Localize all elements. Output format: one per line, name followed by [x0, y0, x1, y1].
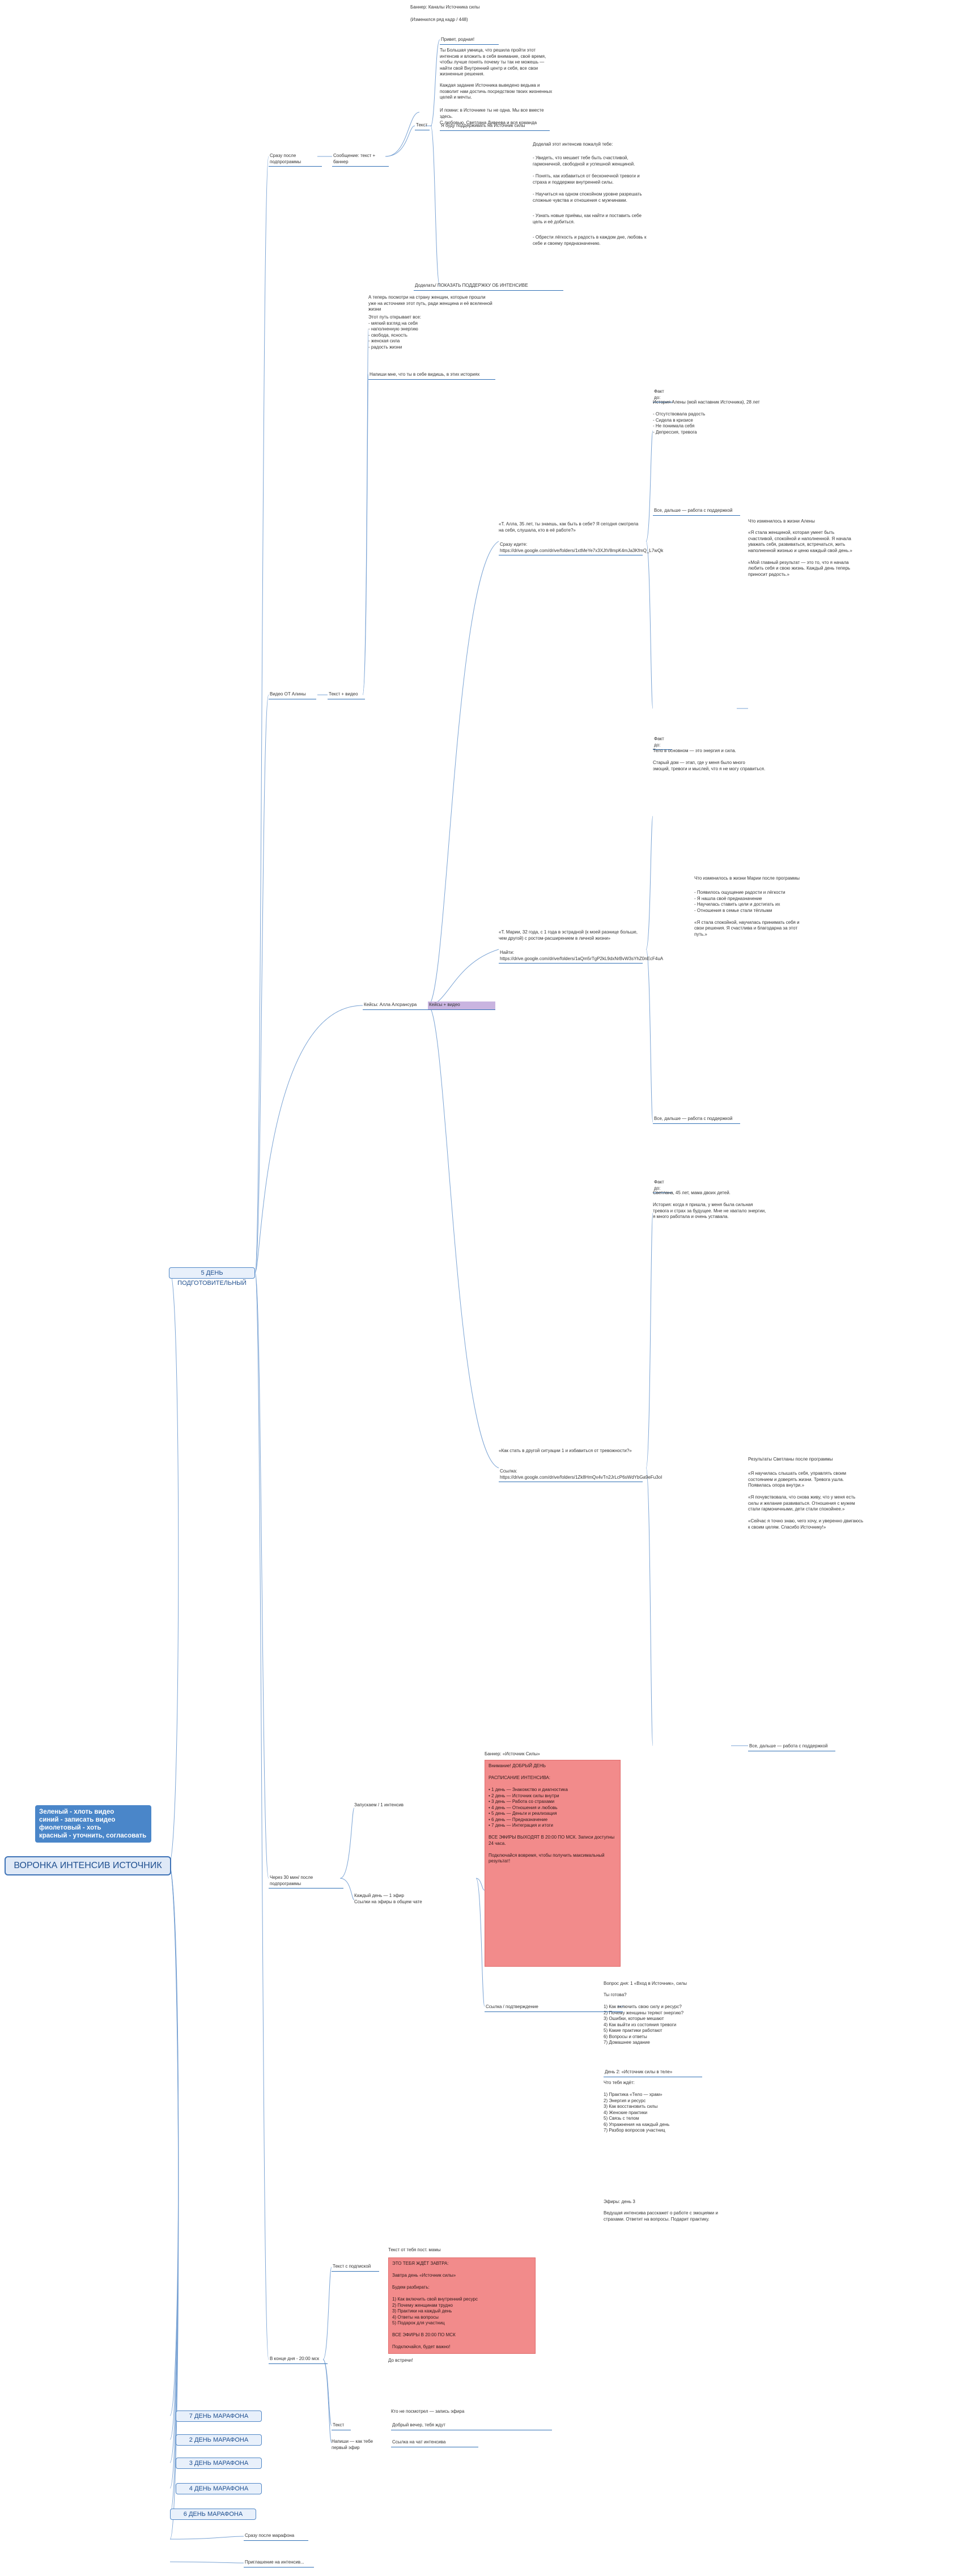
banner-subtitle: (Изменился ряд кадр / 448): [410, 17, 468, 22]
bottom-note-2: Напиши — как тебе первый эфир: [332, 2439, 373, 2450]
case1-fact-link[interactable]: Все, дальше — работа с поддержкой: [653, 507, 740, 516]
case1-fact-text: История Алены (мой наставник Источника),…: [653, 400, 760, 435]
legend-text: Зеленый - хлоть видео синий - записать в…: [39, 1809, 147, 1839]
branch-text-subscribe[interactable]: Текст с подпиской: [332, 2263, 379, 2272]
case1-question: «Т. Алла, 35 лет, ты знаешь, как быть в …: [499, 521, 639, 533]
bottom-link-2[interactable]: Ссылка на чат интенсива: [391, 2439, 478, 2447]
branch-video-lena[interactable]: Видео ОТ Алины: [269, 691, 316, 699]
red2-title: Текст от тебя пост. мамы: [388, 2247, 441, 2252]
hello-note[interactable]: Привет, родная!: [440, 36, 499, 45]
q3-title: Эфиры: день 3: [604, 2199, 635, 2204]
case1-result-text: «Я стала женщиной, которая умеет быть сч…: [748, 530, 852, 577]
bottom-note-1: Кто не посмотрел — запись эфира: [391, 2409, 465, 2414]
day-node-6[interactable]: 6 ДЕНЬ МАРАФОНА: [170, 2509, 256, 2520]
signature-link[interactable]: Я буду поддерживать на Источник силы: [440, 122, 550, 131]
case2-result-title: Что изменилось в жизни Марии после прогр…: [694, 876, 800, 881]
voronka-confirm-link[interactable]: Ссылка / подтверждение: [485, 2004, 623, 2012]
intro-paragraph-3: И помни: в Источнике ты не одна. Мы все …: [440, 108, 544, 119]
case2-fact-text: Тело в основном — это энергия и сила. Ст…: [653, 748, 766, 771]
branch-invite[interactable]: Приглашение на интенсив...: [244, 2559, 314, 2567]
red-schedule-card: Внимание! ДОБРЫЙ ДЕНЬ РАСПИСАНИЕ ИНТЕНСИ…: [485, 1760, 621, 1967]
q3-text: Ведущая интенсива расскажет о работе с э…: [604, 2210, 718, 2222]
case1-link[interactable]: Сразу идите: https://drive.google.com/dr…: [499, 541, 663, 555]
branch-text-video[interactable]: Текст + видео: [328, 691, 365, 699]
case3-link[interactable]: Ссылка: https://drive.google.com/drive/f…: [499, 1468, 662, 1482]
branch-calls-day[interactable]: В конце дня - 20:00 мск: [269, 2356, 328, 2364]
case1-fact-label[interactable]: Факт до:: [653, 388, 672, 402]
plan-title: Запускаем / 1 интенсив: [354, 1802, 404, 1807]
day-node-5[interactable]: 5 ДЕНЬ ПОДГОТОВИТЕЛЬНЫЙ: [169, 1267, 255, 1287]
case3-result-title: Результаты Светланы после программы: [748, 1457, 833, 1462]
benefit-5: - Обрести лёгкость и радость в каждом дн…: [533, 235, 647, 246]
case2-fact-label[interactable]: Факт до:: [653, 736, 672, 750]
branch-marathon-intro[interactable]: Кейсы + видео: [428, 1001, 495, 1010]
case2-question: «Т. Марии, 32 года, с 1 года в эстрадной…: [499, 930, 638, 941]
benefit-3: - Научиться на одном спокойном уровне ра…: [533, 192, 642, 203]
case1-result-title: Что изменилось в жизни Алены: [748, 519, 815, 524]
q1-title: Вопрос дня: 1 «Вход в Источник», силы: [604, 1981, 687, 1986]
banner-title: Баннер: Каналы Источника силы: [410, 5, 480, 10]
day-node-4[interactable]: 4 ДЕНЬ МАРАФОНА: [176, 2483, 262, 2494]
intro-paragraph-2: Каждая задание Источника выведено ведьма…: [440, 83, 553, 100]
branch-cases[interactable]: Кейсы: Алла Алсрансура: [363, 1001, 430, 1010]
benefit-2: - Понять, как избавиться от бесконечной …: [533, 173, 640, 185]
final-link[interactable]: Доделать/ ПОКАЗАТЬ ПОДДЕРЖКУ ОБ ИНТЕНСИВ…: [414, 282, 563, 291]
intro-note-2: Этот путь открывает все: - мягкий взгляд…: [368, 315, 422, 350]
red1-title: Баннер: «Источник Силы»: [485, 1751, 540, 1756]
case3-fact-label[interactable]: Факт до:: [653, 1179, 672, 1193]
benefit-4: - Узнать новые приёмы, как найти и поста…: [533, 213, 642, 224]
case3-result-text: «Я научилась слышать себя, управлять сво…: [748, 1471, 864, 1530]
day-node-7[interactable]: 7 ДЕНЬ МАРАФОНА: [176, 2411, 262, 2422]
branch-voronka[interactable]: Через 30 мин/ после подпрограммы: [269, 1874, 343, 1888]
q1-text: Ты готова? 1) Как включить свою силу и р…: [604, 1992, 684, 2045]
day-node-2[interactable]: 2 ДЕНЬ МАРАФОНА: [176, 2434, 262, 2446]
case2-result-text: - Появилось ощущение радости и лёгкости …: [694, 890, 800, 937]
intro-link[interactable]: Напиши мне, что ты в себе видишь, в этих…: [368, 371, 495, 380]
day-node-3[interactable]: 3 ДЕНЬ МАРАФОНА: [176, 2458, 262, 2469]
branch-post-marathon[interactable]: Сразу после марафона: [244, 2532, 308, 2541]
benefit-1: - Увидеть, что мешает тебе быть счастлив…: [533, 155, 635, 167]
intro-paragraph-4: С любовью, Светлана Дивеева и вся команд…: [440, 120, 537, 125]
case3-fact-text: Светлана, 45 лет, мама двоих детей. Исто…: [653, 1190, 766, 1219]
benefits-title: Доделай этот интенсив пожалуй тебе:: [533, 142, 613, 147]
legend-box: Зеленый - хлоть видео синий - записать в…: [35, 1805, 151, 1843]
branch-message-format[interactable]: Сообщение: текст + баннер: [332, 152, 389, 167]
q2-text: Что тебя ждёт: 1) Практика «Тело — храм»…: [604, 2080, 670, 2133]
case2-fact-link[interactable]: Все, дальше — работа с поддержкой: [653, 1115, 740, 1124]
branch-text-short[interactable]: Текст: [332, 2422, 351, 2430]
case2-link[interactable]: Найти: https://drive.google.com/drive/fo…: [499, 949, 663, 964]
root-node[interactable]: ВОРОНКА ИНТЕНСИВ ИСТОЧНИК: [5, 1856, 171, 1875]
q2-title[interactable]: День 2: «Источник силы в теле»: [604, 2069, 702, 2077]
plan-text: Каждый день — 1 эфир Ссылки на эфиры в о…: [354, 1893, 422, 1904]
subscribe-note: До встречи!: [388, 2358, 413, 2363]
intro-note: А теперь посмотри на страну женщин, кото…: [368, 295, 492, 312]
branch-after-program[interactable]: Сразу после подпрограммы: [269, 152, 322, 167]
text-node[interactable]: Текст: [415, 122, 430, 130]
case3-fact-link[interactable]: Все, дальше — работа с поддержкой: [748, 1743, 835, 1751]
red-call-card: ЭТО ТЕБЯ ЖДЁТ ЗАВТРА: Завтра день «Источ…: [388, 2257, 536, 2354]
case3-question: «Как стать в другой ситуации 1 и избавит…: [499, 1448, 632, 1453]
bottom-link-1[interactable]: Добрый вечер, тебя ждут: [391, 2422, 552, 2430]
intro-paragraph-1: Ты Большая умница, что решила пройти это…: [440, 48, 546, 77]
